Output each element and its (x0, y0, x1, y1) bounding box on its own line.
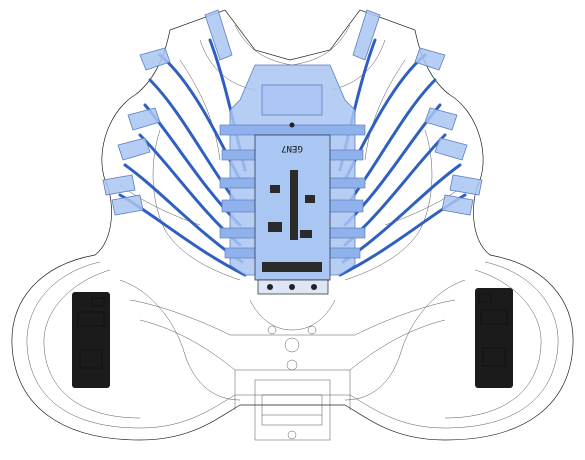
left-cable-tabs (102, 9, 233, 216)
board-label: GEN7 (281, 143, 303, 153)
right-cable-tabs (352, 9, 483, 216)
right-grip-board (475, 288, 513, 388)
main-pcb: GEN7 (254, 122, 331, 281)
bottom-connector-block (257, 279, 329, 295)
left-grip-board (72, 292, 110, 388)
